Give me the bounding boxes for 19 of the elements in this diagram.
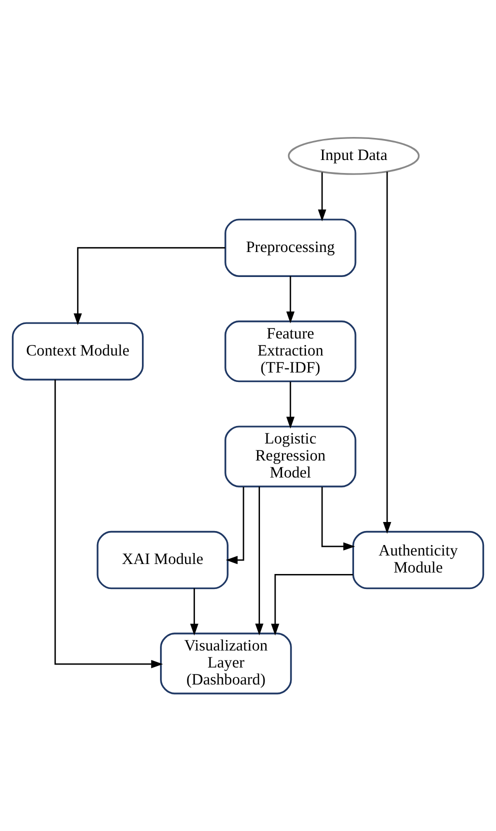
arrow: [226, 487, 244, 564]
arrow: [383, 172, 392, 534]
arrow: [318, 172, 326, 222]
arrow: [321, 486, 356, 551]
arrow: [286, 382, 295, 429]
node-box: XAI Module: [96, 530, 228, 590]
node-box: Feature Extraction (TF-IDF): [224, 320, 356, 382]
arrow: [190, 588, 198, 636]
arrow: [255, 486, 264, 636]
node-box: Context Module: [12, 322, 144, 380]
arrow: [54, 380, 163, 668]
node-box: Visualization Layer (Dashboard): [160, 632, 292, 694]
node-ellipse: Input Data: [288, 136, 420, 175]
arrow: [271, 574, 353, 636]
node-box: Preprocessing: [224, 218, 356, 277]
node-box: Authenticity Module: [352, 530, 484, 590]
arrow: [286, 276, 295, 324]
arrow: [74, 247, 226, 326]
node-box: Logistic Regression Model: [224, 426, 356, 488]
